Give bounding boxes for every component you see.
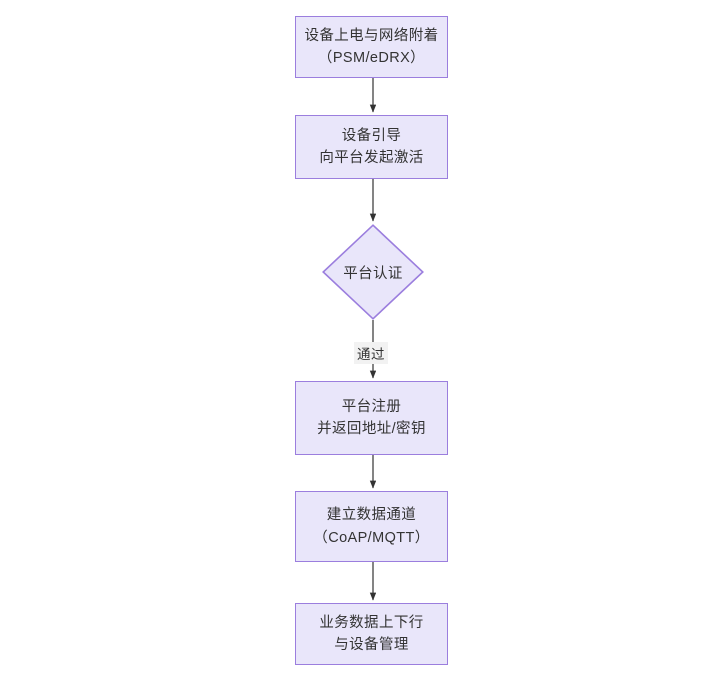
node-platform-authentication[interactable]: 平台认证 xyxy=(322,224,424,320)
node-data-channel[interactable]: 建立数据通道 （CoAP/MQTT） xyxy=(295,491,448,562)
node-platform-register[interactable]: 平台注册 并返回地址/密钥 xyxy=(295,381,448,455)
node-bootstrap-line1: 设备引导 xyxy=(341,127,402,144)
node-register-line2: 并返回地址/密钥 xyxy=(317,421,426,437)
node-register-line1: 平台注册 xyxy=(341,398,402,415)
node-channel-line2: （CoAP/MQTT） xyxy=(313,529,430,546)
node-power-line1: 设备上电与网络附着 xyxy=(304,27,439,44)
node-channel-line1: 建立数据通道 xyxy=(326,507,417,524)
node-business-data[interactable]: 业务数据上下行 与设备管理 xyxy=(295,603,448,665)
node-power-line2: （PSM/eDRX） xyxy=(317,50,426,66)
node-device-bootstrap[interactable]: 设备引导 向平台发起激活 xyxy=(295,115,448,179)
node-business-line1: 业务数据上下行 xyxy=(319,614,424,631)
node-auth-label: 平台认证 xyxy=(343,265,403,282)
node-bootstrap-line2: 向平台发起激活 xyxy=(319,150,424,166)
diamond-shape xyxy=(322,224,424,320)
edge-label-pass: 通过 xyxy=(354,342,388,364)
node-business-line2: 与设备管理 xyxy=(334,637,409,653)
node-device-power-on[interactable]: 设备上电与网络附着 （PSM/eDRX） xyxy=(295,16,448,78)
